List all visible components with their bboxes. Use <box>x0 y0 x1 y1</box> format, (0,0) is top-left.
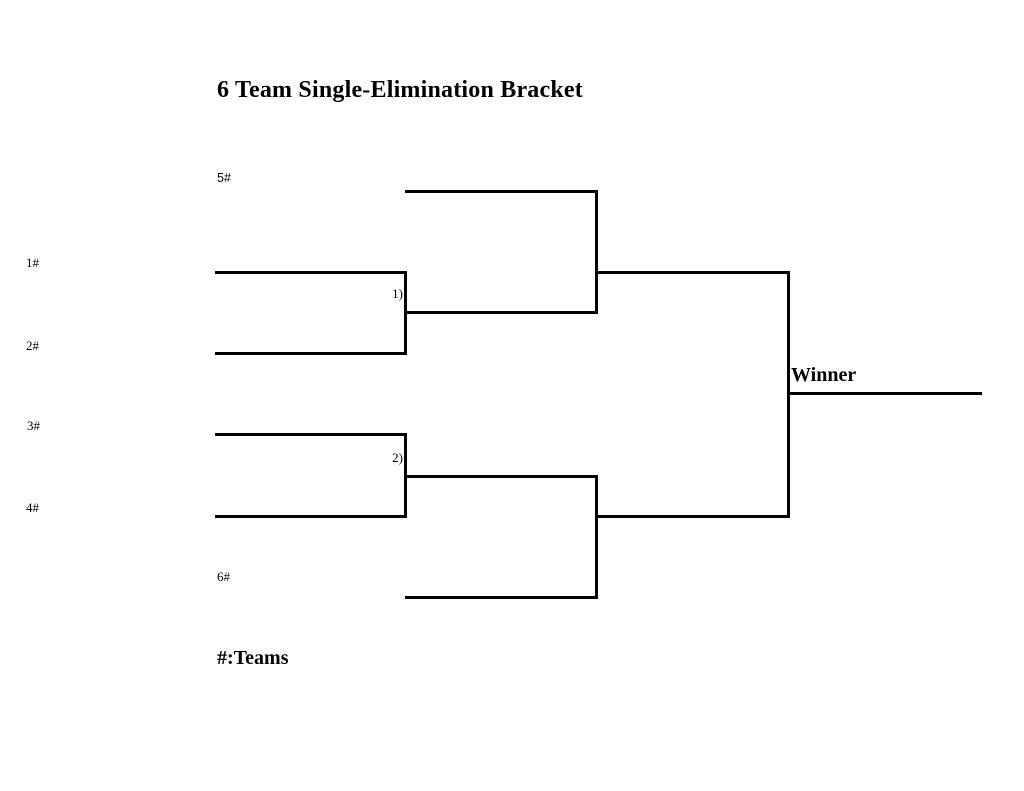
seed-label-1: 1# <box>26 255 39 270</box>
match1-winner-line <box>404 311 598 314</box>
semifinal1-winner-line <box>595 271 789 274</box>
bracket-line-seed1-slot <box>215 271 407 274</box>
bracket-line-seed6-slot <box>405 596 598 599</box>
bracket-line-seed2-slot <box>215 352 407 355</box>
winner-label: Winner <box>791 364 857 386</box>
match-label-2: 2) <box>392 450 403 465</box>
legend-teams-note: #:Teams <box>217 647 289 669</box>
champion-line <box>787 392 982 395</box>
seed-label-2: 2# <box>26 338 39 353</box>
bracket-line-seed4-slot <box>215 515 407 518</box>
bracket-line-seed5-slot <box>405 190 598 193</box>
seed-label-5: 5# <box>217 171 231 185</box>
bracket-line-seed3-slot <box>215 433 407 436</box>
seed-label-3: 3# <box>27 418 40 433</box>
semifinal1-vertical-connector <box>595 190 598 314</box>
page-title: 6 Team Single-Elimination Bracket <box>217 77 583 103</box>
match2-winner-line <box>404 475 598 478</box>
match-label-1: 1) <box>392 286 403 301</box>
semifinal2-vertical-connector <box>595 475 598 599</box>
seed-label-4: 4# <box>26 500 39 515</box>
semifinal2-winner-line <box>595 515 789 518</box>
seed-label-6: 6# <box>217 569 230 584</box>
